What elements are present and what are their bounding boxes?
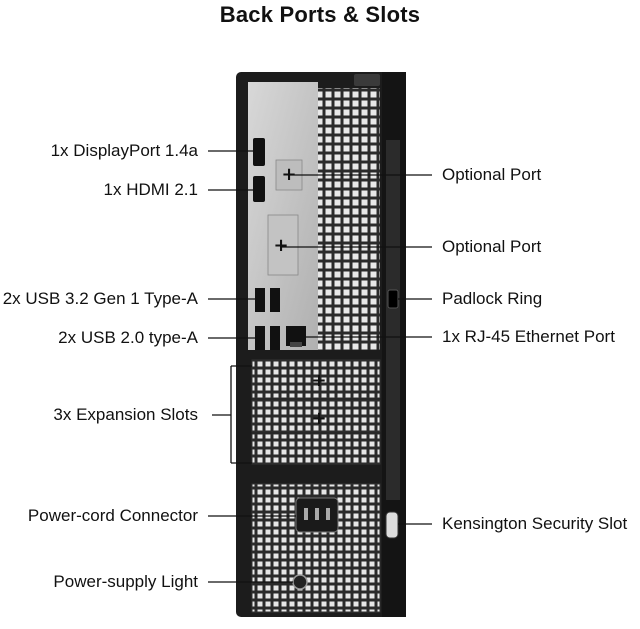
label-power-light: Power-supply Light [53,572,198,591]
usb-2-ports-icon [255,326,280,350]
label-optional-port-2: Optional Port [442,237,542,256]
usb-3-ports-icon [255,288,280,312]
kensington-slot-icon [385,511,399,539]
label-usb-2: 2x USB 2.0 type-A [58,328,198,347]
svg-text:+: + [311,370,326,391]
label-optional-port-1: Optional Port [442,165,542,184]
label-padlock-ring: Padlock Ring [442,289,543,308]
label-hdmi: 1x HDMI 2.1 [103,180,198,199]
label-usb-3: 2x USB 3.2 Gen 1 Type-A [2,289,198,308]
expansion-slots: + + [251,359,381,465]
optional-port-icon: + [267,214,299,276]
label-ethernet: 1x RJ-45 Ethernet Port [442,327,615,346]
padlock-ring-icon [387,289,399,309]
diagram-title: Back Ports & Slots [219,2,421,27]
hdmi-port-icon [253,176,265,202]
power-supply-light-icon [292,574,308,590]
power-supply [251,483,381,613]
leader-lines [208,150,432,583]
label-expansion-slots: 3x Expansion Slots [53,405,198,424]
svg-text:+: + [311,408,326,429]
displayport-icon [253,138,265,166]
label-displayport: 1x DisplayPort 1.4a [50,141,198,160]
label-kensington: Kensington Security Slot [442,514,628,533]
ethernet-port-icon [286,326,306,347]
label-power-cord: Power-cord Connector [27,506,198,525]
svg-text:+: + [273,235,288,256]
